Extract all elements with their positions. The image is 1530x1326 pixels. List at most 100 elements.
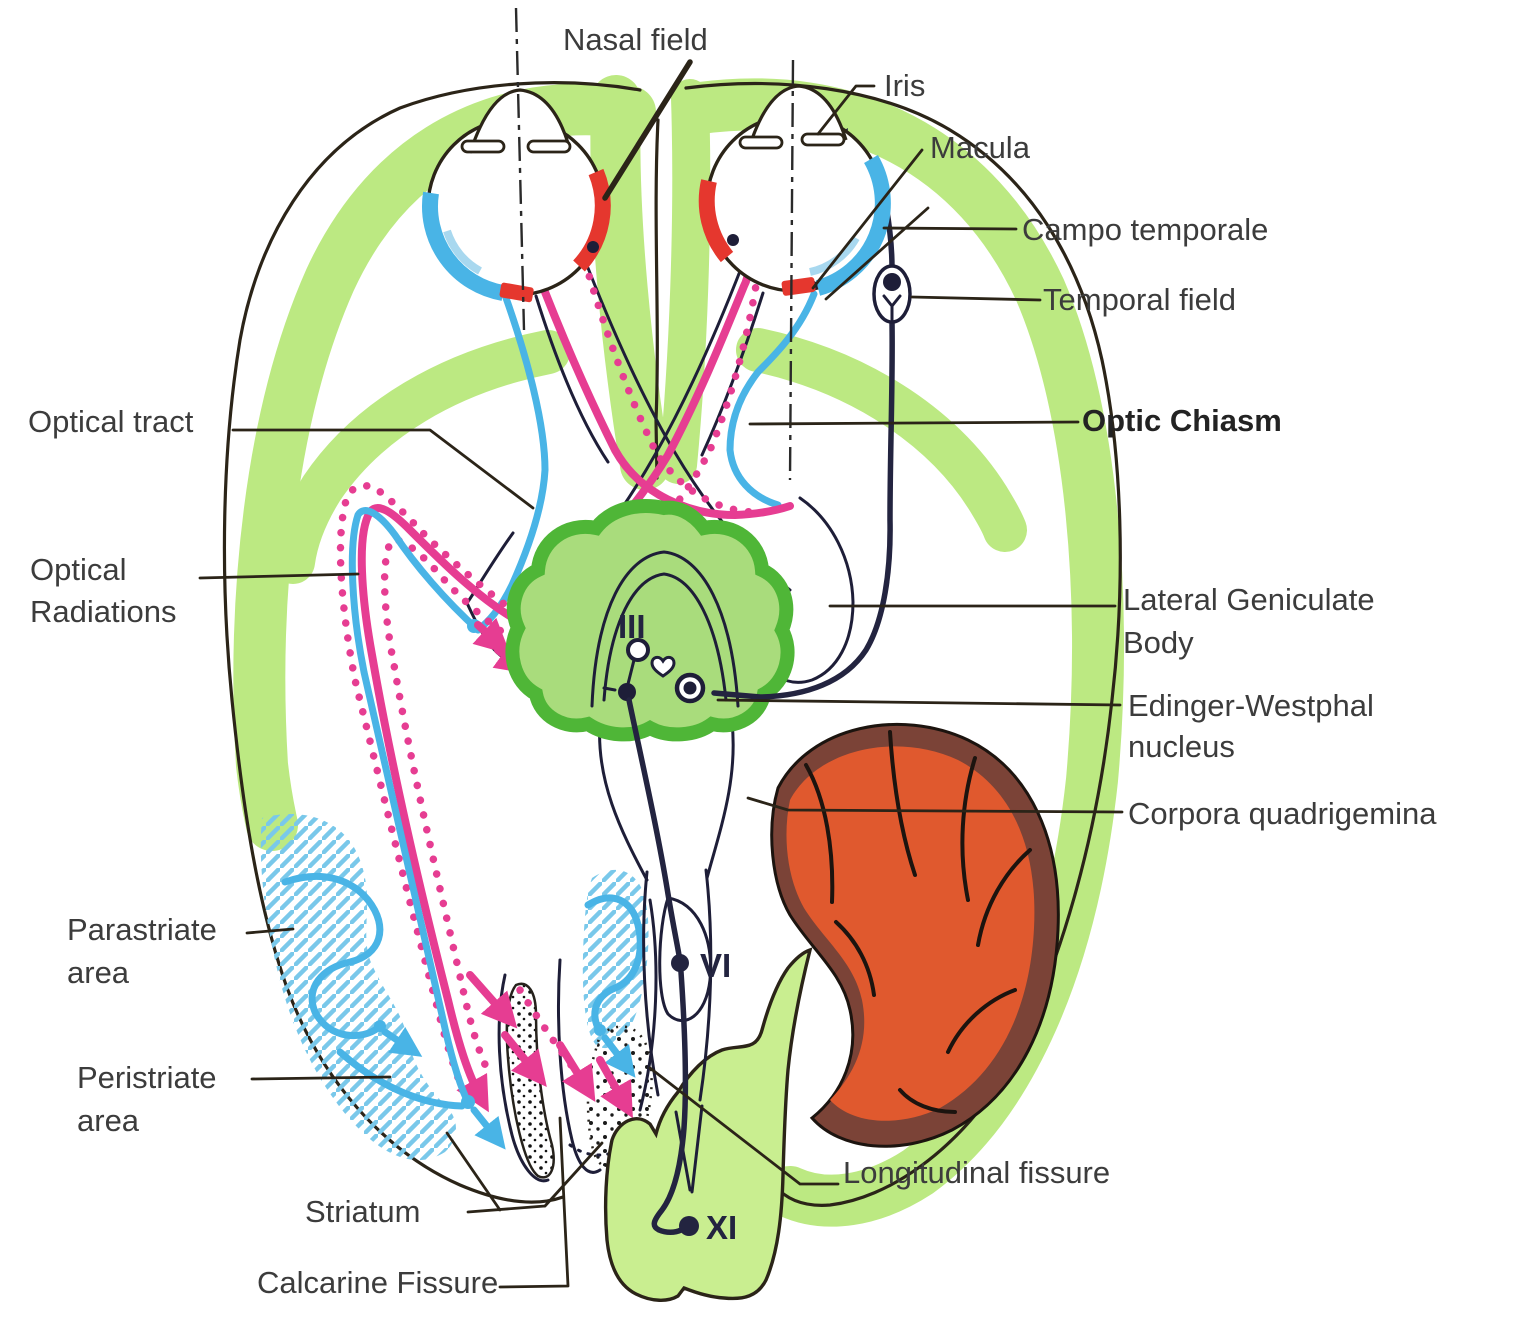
blue-fiber-right (726, 290, 818, 509)
label-macula: Macula (930, 130, 1031, 165)
leader-temporal-field (910, 295, 1042, 302)
blue-fiber-end-dot-2 (594, 1024, 606, 1036)
blue-wavy-line-1 (281, 872, 384, 1040)
text-labels: Nasal field Iris Macula Campo temporale … (28, 22, 1437, 1300)
pink-dotted-left (581, 258, 756, 516)
right-nerve-red-block (781, 277, 816, 296)
leader-striatum (445, 1131, 604, 1214)
midbrain-pons-link-left (598, 720, 649, 882)
cortex-band (233, 75, 1124, 1227)
pons-lens-outline (658, 896, 713, 1023)
pons-outline-left (642, 870, 660, 1097)
right-eye-axis (788, 59, 795, 481)
cerebellum-cortex (786, 746, 1035, 1121)
left-inner-pale-arc (443, 229, 483, 275)
blue-arrow-1 (381, 1026, 423, 1057)
left-cornea (468, 88, 570, 154)
radiation-dotted-inner (380, 536, 529, 1079)
calcarine-bank-speckled (505, 982, 555, 1179)
leader-peristriate (250, 1075, 392, 1081)
blue-wavy-line-3 (584, 894, 644, 1032)
leader-optical-tract (231, 428, 535, 510)
radiation-pink-main (357, 504, 524, 1113)
leader-campo-temporale (882, 226, 1018, 231)
accessory-nerve-label: XI (706, 1209, 737, 1246)
optic-radiations (336, 482, 633, 1150)
left-temporal-retina-blue-arc (422, 191, 505, 301)
midbrain: III (505, 499, 795, 742)
leader-macula-2 (824, 206, 930, 301)
pink-arrow-4 (596, 1056, 633, 1119)
left-nasal-retina-red-arc (572, 168, 611, 272)
left-iris-leaf-temporal (526, 139, 572, 154)
label-parastriate-1: Parastriate (67, 912, 217, 947)
nerve-sheath-left (534, 294, 610, 464)
left-eye-axis (514, 7, 526, 331)
left-eye (422, 88, 611, 303)
label-lateral-geniculate-2: Body (1123, 625, 1194, 660)
label-iris: Iris (884, 68, 925, 103)
cortex-arc-left (271, 330, 570, 584)
leader-iris (816, 84, 876, 136)
label-parastriate-2: area (67, 955, 130, 990)
blue-wavy-line-2 (336, 1048, 466, 1110)
label-campo-temporale: Campo temporale (1022, 212, 1268, 247)
cerebellum-folia-lines (804, 730, 1032, 1114)
midbrain-pons-link-right (705, 720, 735, 880)
left-optic-disc-dot (587, 241, 599, 253)
abducens-dot (671, 954, 689, 972)
cerebral-peduncle-arc-inner (602, 572, 728, 702)
eyes (422, 7, 891, 481)
label-optical-tract: Optical tract (28, 404, 194, 439)
interhemispheric-fissure-line (654, 118, 660, 480)
leader-corpora-quadrigemina (746, 796, 1124, 814)
small-tick (602, 686, 617, 692)
occipital-areas (260, 814, 658, 1183)
cerebral-peduncle-arc-outer (590, 550, 740, 708)
right-nasal-retina-red-arc (698, 179, 734, 263)
left-iris-leaf-nasal (460, 139, 506, 154)
right-iris-leaf-temporal (800, 132, 846, 147)
ciliary-ganglion-dot (883, 273, 901, 291)
corpora-quadrigemina-body (505, 499, 795, 742)
label-corpora-quadrigemina: Corpora quadrigemina (1128, 796, 1437, 831)
label-calcarine-fissure: Calcarine Fissure (257, 1265, 498, 1300)
ciliary-ganglion-ellipse (872, 264, 912, 324)
cortex-rim-right (674, 78, 1124, 1227)
pink-arrow-1 (466, 971, 518, 1029)
pupillary-pathway: VI XI (626, 128, 912, 1246)
radiation-blue-end-dot (461, 1095, 475, 1109)
leader-optic-chiasm (748, 420, 1080, 426)
oculomotor-nucleus-circle (626, 638, 650, 662)
leader-calcarine-fissure (498, 1116, 570, 1289)
radiation-blue-outer (348, 507, 482, 1102)
abducens-nerve-label: VI (700, 947, 731, 984)
right-eye (698, 84, 891, 296)
occipital-lobe-outline (638, 898, 658, 1112)
leader-macula (811, 148, 924, 290)
leader-lines (198, 59, 1124, 1289)
leader-parastriate (245, 927, 295, 935)
label-lateral-geniculate-1: Lateral Geniculate (1123, 582, 1375, 617)
parastriate-hatched-area (260, 814, 456, 1161)
accessory-dot (679, 1216, 699, 1236)
aqueduct-heart-mark (650, 655, 676, 678)
label-peristriate-2: area (77, 1103, 140, 1138)
pink-dotted-right (571, 254, 764, 612)
pink-arrow-3 (556, 1041, 596, 1102)
cortex-arc-right (736, 328, 1027, 552)
label-optical-radiations-1: Optical (30, 552, 126, 587)
oculomotor-root-dot (618, 683, 636, 701)
label-temporal-field: Temporal field (1043, 282, 1236, 317)
label-optical-radiations-2: Radiations (30, 594, 176, 629)
blue-fiber-end-dot (374, 1020, 386, 1032)
ciliary-ganglion-y-mark (882, 294, 902, 322)
leader-edinger-westphal (716, 698, 1122, 707)
cerebellum (770, 722, 1060, 1148)
abducens-accessory-path (626, 697, 689, 1235)
right-optic-disc-dot (727, 234, 739, 246)
radiation-blue-arrow (470, 1106, 506, 1150)
leader-optical-radiations (198, 572, 360, 580)
label-peristriate-1: Peristriate (77, 1060, 217, 1095)
